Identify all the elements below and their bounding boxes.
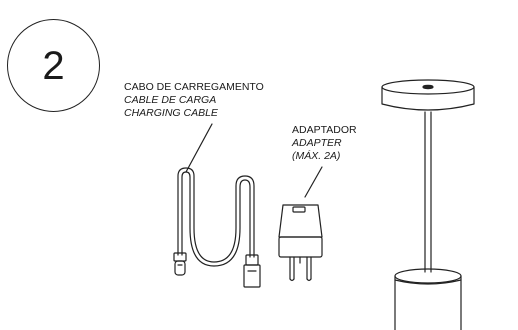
step-number-circle: 2 [7, 19, 100, 112]
adapter-label-en: (MÁX. 2A) [292, 150, 341, 162]
adapter-label-pt: ADAPTADOR [292, 124, 357, 136]
charging-cable [177, 167, 255, 267]
adapter-label: ADAPTADOR ADAPTER (MÁX. 2A) [292, 124, 357, 163]
table-lamp [381, 79, 475, 330]
adapter-label-es: ADAPTER [292, 137, 342, 149]
wall-adapter [278, 204, 323, 282]
cable-label-es: CABLE DE CARGA [124, 94, 217, 106]
step-number: 2 [42, 43, 65, 88]
usb-a-connector [243, 254, 261, 288]
cable-label-pt: CABO DE CARREGAMENTO [124, 81, 264, 93]
usb-c-connector [173, 252, 187, 276]
cable-leader-line [185, 123, 213, 173]
cable-label-en: CHARGING CABLE [124, 107, 218, 119]
cable-label: CABO DE CARREGAMENTO CABLE DE CARGA CHAR… [124, 81, 264, 120]
adapter-leader-line [304, 166, 323, 198]
